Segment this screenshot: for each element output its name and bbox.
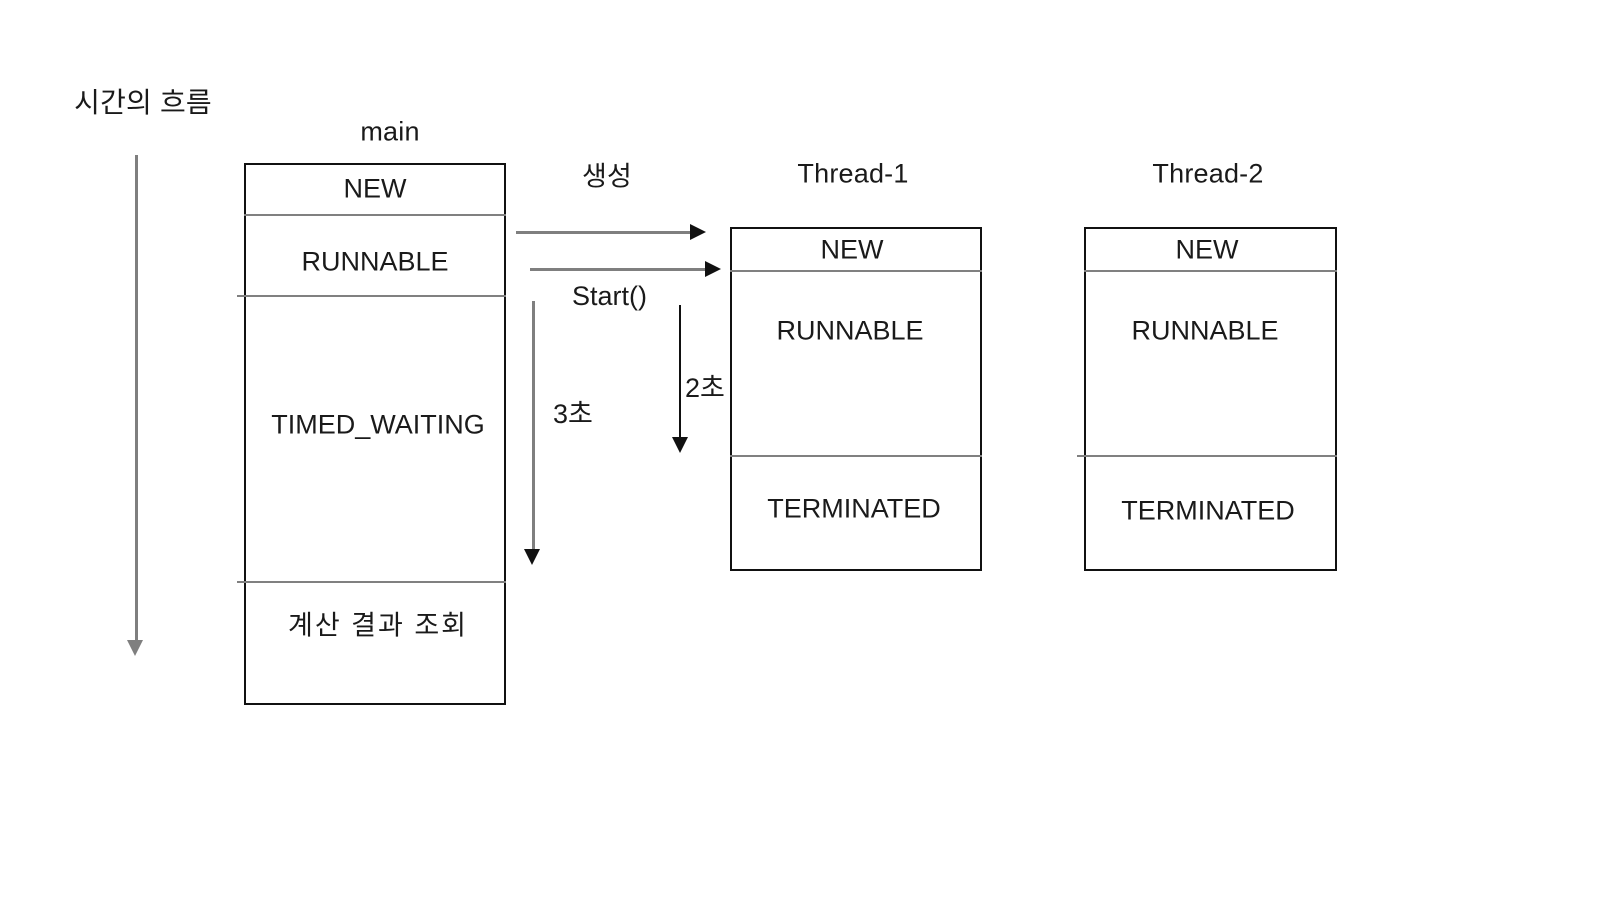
arrow-label-3sec: 3초: [553, 399, 593, 429]
divider-thread2-2: [1077, 455, 1337, 457]
divider-main-2: [237, 295, 506, 297]
create-arrowhead-icon: [690, 224, 706, 240]
state-label-main-result-check: 계산 결과 조회: [287, 610, 469, 641]
lifeline-box-thread-2[interactable]: [1084, 227, 1337, 571]
divider-main-3: [237, 581, 506, 583]
main-wait-arrowhead-icon: [524, 549, 540, 565]
state-label-thread2-runnable: RUNNABLE: [1131, 315, 1279, 346]
state-label-main-new: NEW: [343, 173, 407, 204]
start-arrow-line: [530, 268, 707, 271]
time-axis-arrowhead-icon: [127, 640, 143, 656]
start-arrowhead-icon: [705, 261, 721, 277]
divider-main-1: [244, 214, 506, 216]
lifeline-box-thread-1[interactable]: [730, 227, 982, 571]
time-axis-line: [135, 155, 138, 642]
thread-run-arrowhead-icon: [672, 437, 688, 453]
time-axis-label: 시간의 흐름: [74, 87, 212, 118]
divider-thread1-2: [730, 455, 982, 457]
divider-thread1-1: [730, 270, 982, 272]
lifeline-box-main[interactable]: [244, 163, 506, 705]
create-arrow-line: [516, 231, 692, 234]
divider-thread2-1: [1084, 270, 1337, 272]
state-label-main-runnable: RUNNABLE: [301, 246, 449, 277]
state-label-thread2-new: NEW: [1175, 234, 1239, 265]
state-label-thread1-new: NEW: [820, 234, 884, 265]
state-label-main-timed-waiting: TIMED_WAITING: [271, 409, 485, 440]
arrow-label-create: 생성: [581, 161, 633, 192]
thread-run-arrow-line: [679, 305, 681, 439]
state-label-thread2-terminated: TERMINATED: [1121, 495, 1295, 526]
thread-title-main: main: [360, 116, 420, 147]
thread-title-thread-2: Thread-2: [1152, 158, 1264, 189]
state-label-thread1-terminated: TERMINATED: [767, 493, 941, 524]
main-wait-arrow-line: [532, 301, 535, 551]
thread-title-thread-1: Thread-1: [797, 158, 909, 189]
arrow-label-start: Start(): [572, 281, 648, 311]
state-label-thread1-runnable: RUNNABLE: [776, 315, 924, 346]
arrow-label-2sec: 2초: [685, 373, 725, 403]
